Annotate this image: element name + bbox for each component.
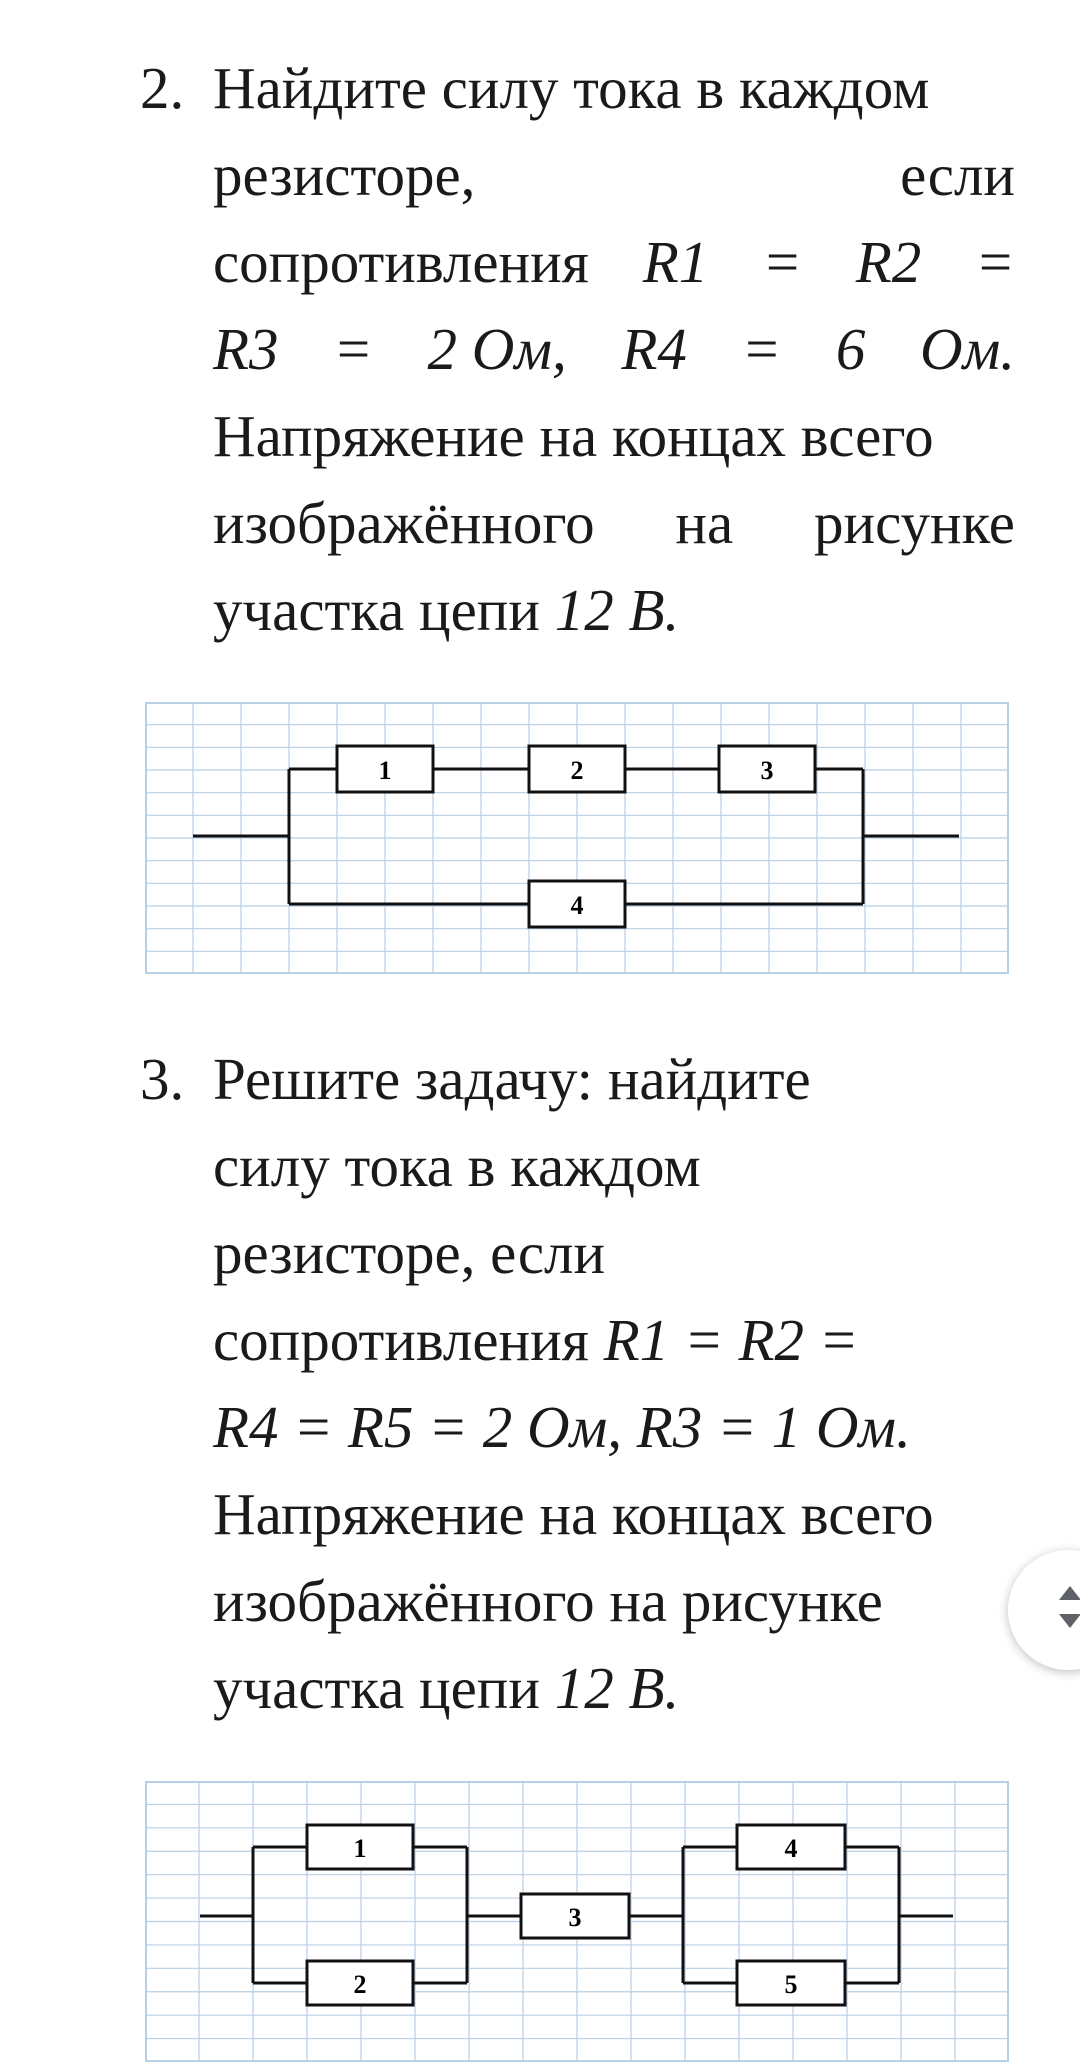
resistor-label: 4 <box>785 1834 798 1863</box>
text-line: сопротивления R1 = R2 = <box>213 229 1015 295</box>
resistor-2: 2 <box>527 744 627 794</box>
text-line: Напряжение на концах всего <box>213 1481 934 1547</box>
text-line: резисторе, если <box>213 1220 606 1286</box>
text-line: сопротивления R1 = R2 = <box>213 1307 859 1373</box>
circuit-diagram-2: 1 2 3 4 5 <box>145 1781 1009 2062</box>
circuit-2-svg: 1 2 3 4 5 <box>145 1781 1009 2062</box>
problem-number: 2. <box>140 55 185 121</box>
resistor-1: 1 <box>335 744 435 794</box>
scroll-button[interactable] <box>1008 1550 1080 1670</box>
circuit-diagram-1: 1 2 3 4 <box>145 702 1009 974</box>
resistor-4: 4 <box>735 1823 847 1871</box>
text-line: силу тока в каждом <box>213 1133 701 1199</box>
wires <box>193 767 959 906</box>
resistor-label: 5 <box>785 1970 798 1999</box>
text-line: Решите задачу: найдите <box>213 1046 811 1112</box>
text-line: Напряжение на концах всего <box>213 403 934 469</box>
resistor-label: 1 <box>354 1834 367 1863</box>
resistor-4: 4 <box>527 879 627 929</box>
text-line: участка цепи 12 В. <box>213 577 680 643</box>
resistor-label: 2 <box>354 1970 367 1999</box>
problem-number: 3. <box>140 1046 185 1112</box>
wires <box>200 1845 953 1985</box>
resistor-label: 2 <box>571 756 584 785</box>
grid <box>145 702 1009 974</box>
resistor-3: 3 <box>519 1892 631 1940</box>
resistor-label: 3 <box>761 756 774 785</box>
text-line: резисторе,если <box>213 142 1015 208</box>
text-line: R3 = 2 Ом, R4 = 6 Ом. <box>213 316 1015 382</box>
problem-3: 3. Решите задачу: найдите силу тока в ка… <box>140 1036 1015 1732</box>
text-line: R4 = R5 = 2 Ом, R3 = 1 Ом. <box>213 1394 911 1460</box>
problem-2: 2. Найдите силу тока в каждом резисторе,… <box>140 45 1015 654</box>
resistor-5: 5 <box>735 1959 847 2007</box>
resistor-3: 3 <box>717 744 817 794</box>
problem-text: Решите задачу: найдите силу тока в каждо… <box>213 1036 1015 1732</box>
resistor-2: 2 <box>305 1959 415 2007</box>
text-line: изображённого на рисунке <box>213 1568 883 1634</box>
resistor-label: 1 <box>379 756 392 785</box>
text-line: Найдите силу тока в каждом <box>213 55 930 121</box>
text-line: участка цепи 12 В. <box>213 1655 680 1721</box>
circuit-1-svg: 1 2 3 4 <box>145 702 1009 974</box>
resistor-label: 4 <box>571 891 584 920</box>
resistor-label: 3 <box>569 1903 582 1932</box>
problem-text: Найдите силу тока в каждом резисторе,есл… <box>213 45 1015 654</box>
scroll-up-down-icon <box>1059 1586 1080 1628</box>
resistor-1: 1 <box>305 1823 415 1871</box>
